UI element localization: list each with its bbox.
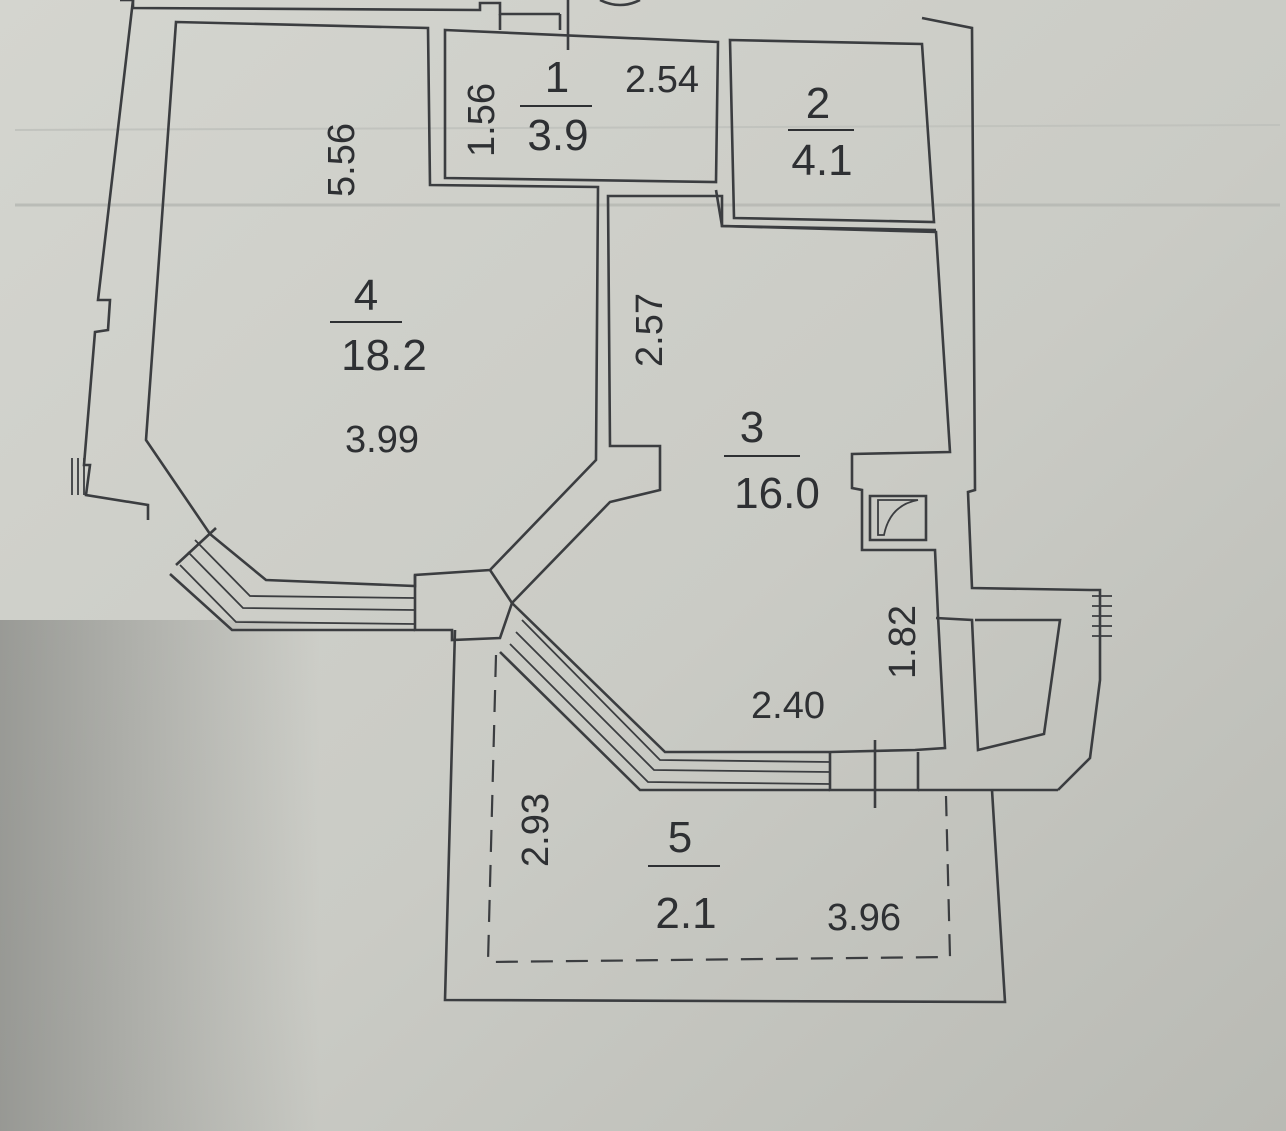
dim-balcony-height: 2.93 — [515, 793, 557, 867]
dim-room4-width: 3.99 — [345, 419, 419, 461]
room-2-number: 2 — [806, 79, 830, 128]
room-3-area: 16.0 — [734, 469, 820, 518]
dimension-labels: 1.56 2.54 5.56 3.99 2.57 1.82 2.40 2.93 … — [321, 59, 924, 939]
room-3-label: 3 16.0 — [724, 403, 820, 518]
room-3-outline — [499, 194, 1062, 808]
dim-balcony-width: 3.96 — [827, 897, 901, 939]
dim-room4-height: 5.56 — [321, 123, 363, 197]
dim-room1-width: 2.54 — [625, 59, 699, 101]
bleed-through-text — [14, 124, 1281, 207]
room-4-label: 4 18.2 — [330, 271, 427, 380]
paper-shadow — [0, 620, 320, 1131]
room-4-outline — [144, 20, 600, 632]
room-4-area: 18.2 — [341, 331, 427, 380]
room-1-number: 1 — [545, 53, 569, 102]
room-5-label: 5 2.1 — [648, 813, 720, 938]
room-3-number: 3 — [740, 403, 764, 452]
room-5-outline — [443, 629, 1007, 1004]
room-1-label: 1 3.9 — [520, 53, 592, 160]
room-1-outline — [443, 0, 720, 184]
room-4-number: 4 — [354, 271, 378, 320]
room-1-area: 3.9 — [527, 111, 588, 160]
room-5-area: 2.1 — [655, 889, 716, 938]
dim-room3-width: 2.40 — [751, 685, 825, 727]
room-2-area: 4.1 — [791, 136, 852, 185]
room-2-label: 2 4.1 — [788, 79, 854, 185]
dim-room3-height: 2.57 — [629, 293, 671, 367]
central-passage — [413, 569, 514, 642]
dim-room1-height: 1.56 — [461, 83, 503, 157]
dim-room3-niche-height: 1.82 — [882, 605, 924, 679]
room-5-number: 5 — [668, 813, 692, 862]
